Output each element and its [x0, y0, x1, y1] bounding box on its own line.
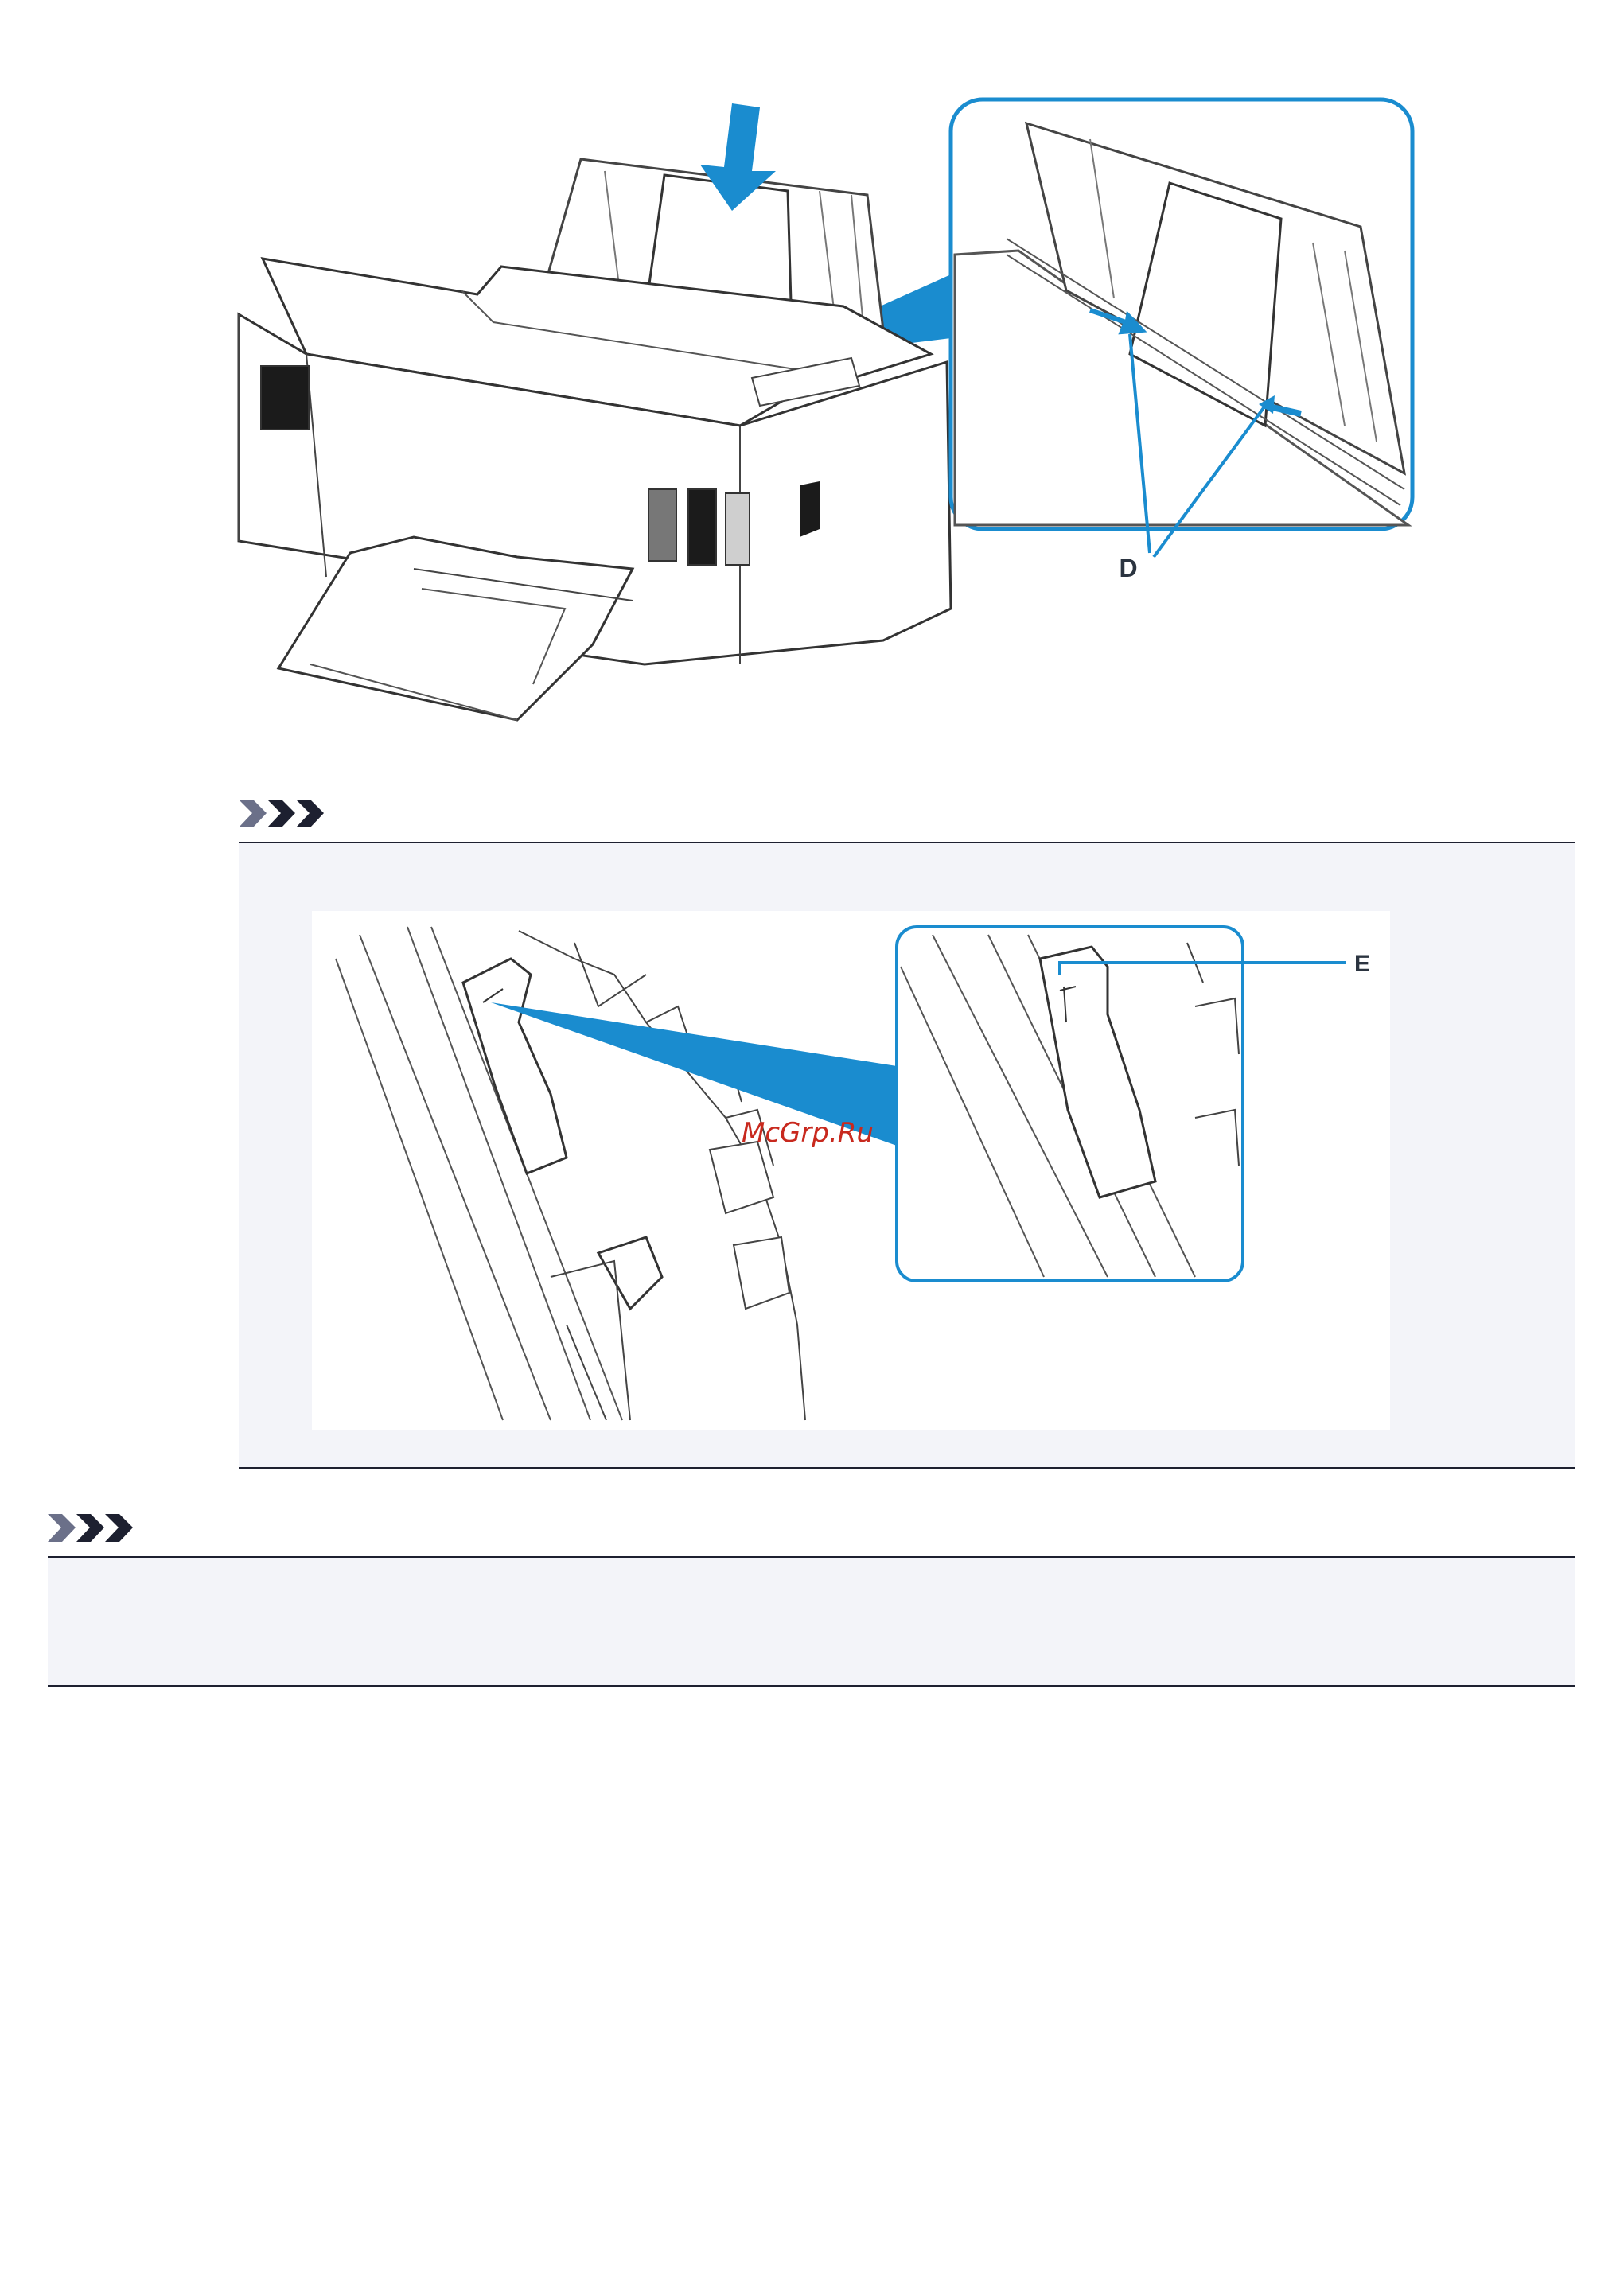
ink-window-right [800, 481, 820, 537]
printer-drawing [231, 91, 1440, 768]
ink-tank-2 [688, 489, 716, 565]
output-tray [278, 537, 633, 720]
note-1-header [239, 796, 1591, 843]
ink-tank-3 [726, 493, 750, 565]
paper-guide [463, 959, 567, 1173]
ink-window-left [261, 366, 309, 430]
paper-guide-drawing: E McGrp.Ru [312, 911, 1390, 1430]
note-chevrons-icon [48, 1510, 135, 1546]
note-1-figure: E McGrp.Ru [312, 911, 1390, 1430]
printer-illustration: D [231, 91, 1440, 768]
ink-tank-1 [648, 489, 676, 561]
note-1-box: E McGrp.Ru [239, 842, 1575, 1469]
watermark-text: McGrp.Ru [742, 1117, 874, 1149]
svg-text:D: D [1119, 554, 1137, 582]
note-2-box [48, 1556, 1575, 1687]
note-2-header [48, 1510, 1560, 1558]
note-chevrons-icon [239, 796, 326, 831]
callout-d-label: D [1104, 545, 1152, 593]
callout-e-label: E [1354, 951, 1370, 977]
